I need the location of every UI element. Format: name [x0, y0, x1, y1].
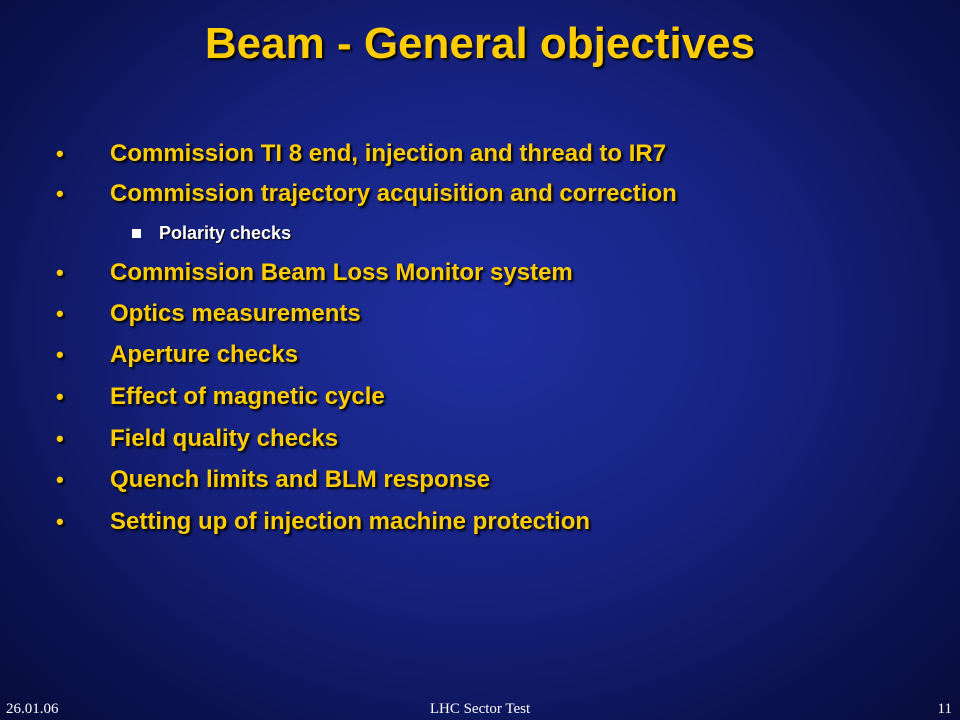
bullet-icon: •: [56, 467, 64, 492]
bullet-icon: •: [56, 384, 64, 409]
bullet-icon: •: [56, 342, 64, 367]
list-item-text: Setting up of injection machine protecti…: [110, 508, 591, 535]
list-item-text: Quench limits and BLM response: [110, 466, 491, 493]
list-item: • Optics measurements: [56, 296, 361, 332]
list-item: • Field quality checks: [56, 421, 338, 457]
list-item: • Effect of magnetic cycle: [56, 379, 385, 415]
bullet-icon: •: [56, 426, 64, 451]
page-number: 11: [937, 701, 952, 717]
list-item: • Quench limits and BLM response: [56, 462, 490, 498]
list-item: • Commission TI 8 end, injection and thr…: [56, 136, 666, 172]
list-item: • Commission trajectory acquisition and …: [56, 176, 677, 212]
bullet-icon: •: [56, 181, 64, 206]
sub-list-item: Polarity checks: [132, 220, 291, 246]
list-item: • Setting up of injection machine protec…: [56, 504, 590, 540]
list-item-text: Aperture checks: [110, 341, 299, 368]
bullet-icon: •: [56, 509, 64, 534]
list-item-text: Commission TI 8 end, injection and threa…: [110, 140, 667, 167]
list-item-text: Optics measurements: [110, 300, 361, 327]
square-bullet-icon: [132, 228, 141, 238]
slide-title: Beam - General objectives: [204, 19, 756, 68]
list-item: • Aperture checks: [56, 337, 298, 373]
bullet-icon: •: [56, 301, 64, 326]
footer-date: 26.01.06: [6, 701, 59, 717]
bullet-icon: •: [56, 141, 64, 166]
list-item-text: Effect of magnetic cycle: [110, 383, 385, 410]
list-item-text: Commission Beam Loss Monitor system: [110, 259, 573, 286]
footer-title: LHC Sector Test: [429, 701, 531, 717]
list-item-text: Field quality checks: [110, 425, 339, 452]
sub-list-item-text: Polarity checks: [159, 222, 292, 243]
list-item-text: Commission trajectory acquisition and co…: [110, 180, 677, 207]
list-item: • Commission Beam Loss Monitor system: [56, 255, 573, 291]
bullet-icon: •: [56, 260, 64, 285]
